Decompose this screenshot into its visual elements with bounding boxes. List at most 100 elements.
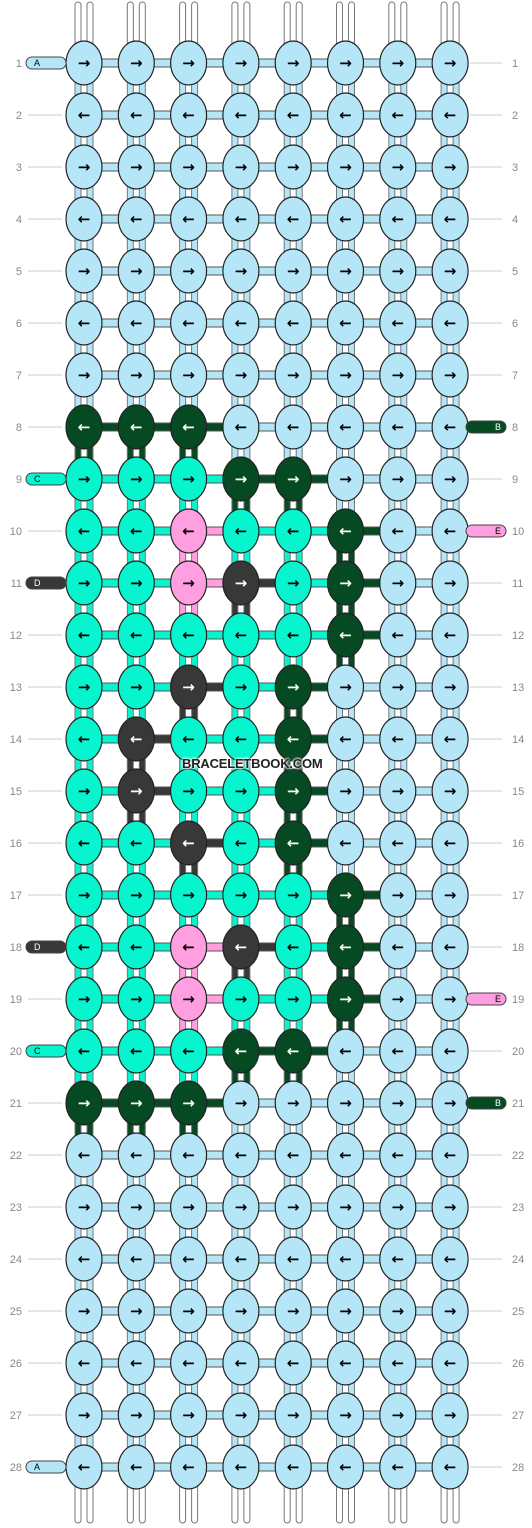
- arrow-left-icon: ←: [392, 730, 405, 748]
- knot: →: [431, 456, 469, 502]
- knot: ←: [65, 612, 103, 658]
- arrow-right-icon: →: [287, 1094, 300, 1112]
- knot: →: [222, 768, 260, 814]
- knot: ←: [274, 1132, 312, 1178]
- knot: →: [326, 872, 365, 918]
- knot: →: [431, 1184, 469, 1230]
- arrow-right-icon: →: [182, 886, 195, 904]
- knot: ←: [379, 404, 417, 450]
- knot: →: [65, 1392, 103, 1438]
- arrow-left-icon: ←: [287, 730, 300, 748]
- knot-shape: [222, 924, 260, 970]
- knot: ←: [65, 508, 103, 554]
- knot: ←: [326, 92, 365, 138]
- row-number-right: 5: [512, 266, 518, 278]
- knot-shape: [326, 300, 365, 346]
- strand-tag-c: C: [25, 1044, 67, 1058]
- knot-shape: [274, 456, 312, 502]
- row-number-left: 27: [10, 1410, 22, 1422]
- knot: ←: [326, 1132, 365, 1178]
- knot: →: [170, 1392, 208, 1438]
- arrow-left-icon: ←: [182, 210, 195, 228]
- knot: ←: [170, 820, 208, 866]
- arrow-right-icon: →: [287, 574, 300, 592]
- knot: →: [65, 768, 103, 814]
- arrow-left-icon: ←: [339, 730, 352, 748]
- arrow-left-icon: ←: [392, 210, 405, 228]
- arrow-right-icon: →: [392, 262, 405, 280]
- knot: ←: [379, 1444, 417, 1490]
- arrow-left-icon: ←: [235, 418, 248, 436]
- strand-tag-letter: C: [34, 474, 41, 484]
- knot-shape: [222, 716, 260, 762]
- strand-tag-letter: D: [34, 942, 41, 952]
- row-number-right: 25: [512, 1306, 524, 1318]
- knot-shape: [379, 560, 417, 606]
- knot: →: [65, 1080, 103, 1126]
- knot: →: [117, 248, 155, 294]
- knot-shape: [274, 1132, 312, 1178]
- arrow-right-icon: →: [235, 574, 248, 592]
- knot-shape: [170, 664, 208, 710]
- arrow-right-icon: →: [182, 990, 195, 1008]
- arrow-right-icon: →: [392, 678, 405, 696]
- arrow-right-icon: →: [182, 1302, 195, 1320]
- arrow-left-icon: ←: [444, 210, 457, 228]
- knot: ←: [170, 92, 208, 138]
- knot: ←: [326, 508, 365, 554]
- knot: ←: [222, 820, 260, 866]
- knot-shape: [431, 1444, 469, 1490]
- knot-shape: [117, 1028, 155, 1074]
- arrow-left-icon: ←: [78, 1250, 91, 1268]
- arrow-left-icon: ←: [339, 626, 352, 644]
- arrow-left-icon: ←: [130, 626, 143, 644]
- knot-shape: [222, 768, 260, 814]
- arrow-right-icon: →: [339, 1198, 352, 1216]
- arrow-left-icon: ←: [444, 626, 457, 644]
- knot-shape: [117, 924, 155, 970]
- knot-shape: [274, 404, 312, 450]
- knot-shape: [117, 1132, 155, 1178]
- arrow-left-icon: ←: [392, 1354, 405, 1372]
- knot: ←: [65, 1340, 103, 1386]
- knot-shape: [170, 820, 208, 866]
- knot: ←: [222, 1132, 260, 1178]
- arrow-left-icon: ←: [339, 1146, 352, 1164]
- knot: ←: [379, 1028, 417, 1074]
- arrow-left-icon: ←: [235, 938, 248, 956]
- arrow-right-icon: →: [339, 54, 352, 72]
- row-number-right: 12: [512, 630, 524, 642]
- knot: →: [274, 664, 312, 710]
- arrow-right-icon: →: [78, 262, 91, 280]
- knot: ←: [431, 820, 469, 866]
- knot: →: [326, 40, 365, 86]
- knot-shape: [379, 248, 417, 294]
- knot: →: [274, 1288, 312, 1334]
- knot: ←: [326, 1028, 365, 1074]
- arrow-left-icon: ←: [78, 626, 91, 644]
- arrow-right-icon: →: [130, 990, 143, 1008]
- knot: →: [326, 1080, 365, 1126]
- knot: ←: [222, 924, 260, 970]
- arrow-left-icon: ←: [78, 730, 91, 748]
- arrow-right-icon: →: [392, 470, 405, 488]
- arrow-right-icon: →: [444, 54, 457, 72]
- arrow-right-icon: →: [287, 990, 300, 1008]
- arrow-left-icon: ←: [235, 314, 248, 332]
- knot-shape: [65, 664, 103, 710]
- row-number-left: 14: [10, 734, 22, 746]
- knot-shape: [274, 1392, 312, 1438]
- knot: →: [274, 1184, 312, 1230]
- knot-shape: [222, 1444, 260, 1490]
- knot: ←: [431, 404, 469, 450]
- arrow-right-icon: →: [444, 158, 457, 176]
- knot-shape: [170, 1444, 208, 1490]
- knot-shape: [326, 1184, 365, 1230]
- knot-shape: [379, 924, 417, 970]
- arrow-right-icon: →: [130, 886, 143, 904]
- knot-shape: [65, 92, 103, 138]
- knot-shape: [117, 1080, 155, 1126]
- knot: →: [117, 144, 155, 190]
- row-number-right: 1: [512, 58, 518, 70]
- knot-shape: [170, 508, 208, 554]
